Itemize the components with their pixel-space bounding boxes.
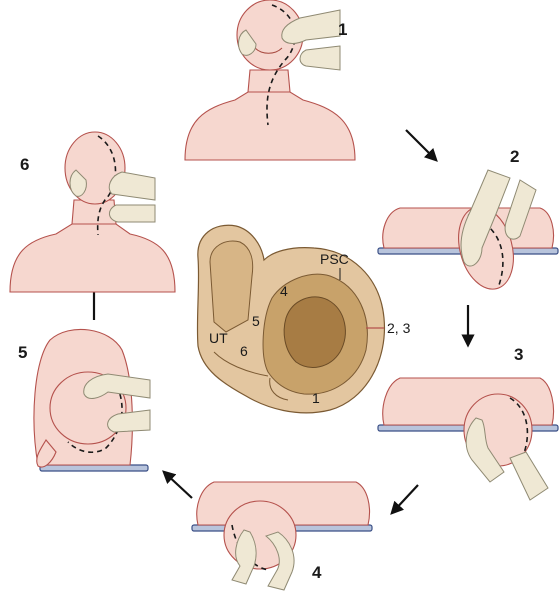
labyrinth-diagram <box>197 225 384 413</box>
step-6-number: 6 <box>20 155 29 174</box>
step-2-figure <box>378 170 558 295</box>
step-6-figure <box>10 132 175 292</box>
arrow-4-to-5 <box>164 472 192 498</box>
step-3-figure <box>378 378 558 500</box>
step-4-figure <box>192 482 372 590</box>
label-position-5: 5 <box>252 313 260 329</box>
label-position-1: 1 <box>312 390 320 406</box>
label-psc: PSC <box>320 251 349 267</box>
step-5-number: 5 <box>18 343 27 362</box>
step-4-number: 4 <box>312 563 322 582</box>
step-3-number: 3 <box>514 345 523 364</box>
step-5-figure <box>34 329 150 471</box>
step-1-number: 1 <box>338 20 347 39</box>
step-2-number: 2 <box>510 147 519 166</box>
arrow-1-to-2 <box>406 130 436 160</box>
label-canal-2-3: 2, 3 <box>387 320 411 336</box>
step-1-figure <box>185 0 355 160</box>
label-position-6: 6 <box>240 343 248 359</box>
arrow-3-to-4 <box>392 485 418 513</box>
label-position-4: 4 <box>280 283 288 299</box>
label-ut: UT <box>209 330 228 346</box>
